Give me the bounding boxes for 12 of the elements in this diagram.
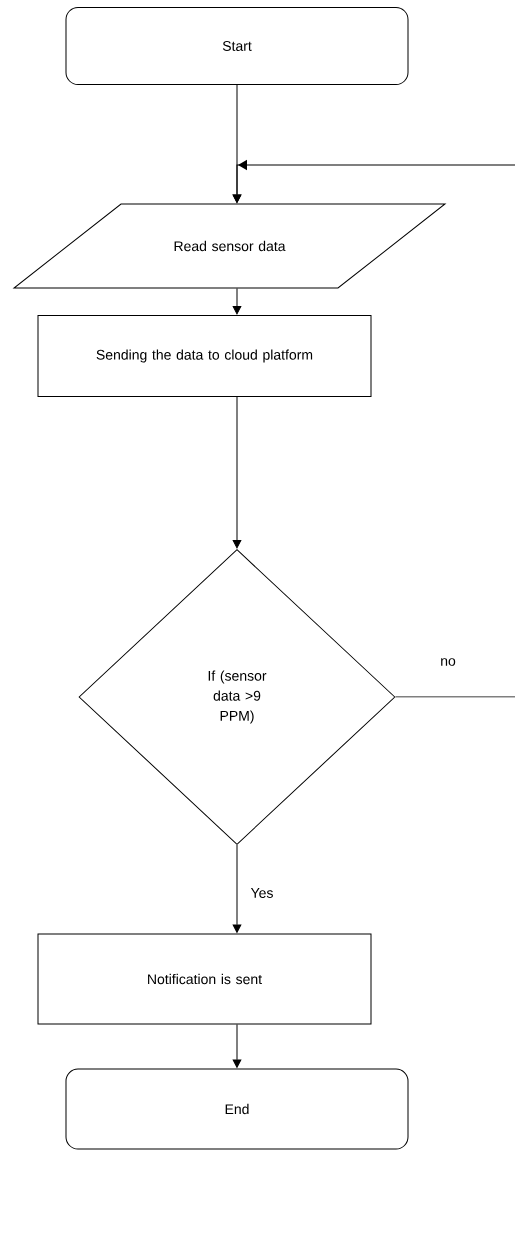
process-box: Notification is sent	[37, 933, 372, 1025]
arrow	[232, 288, 242, 315]
edge-label: Yes	[249, 887, 275, 899]
process-box: Sending the data to cloud platform	[37, 315, 372, 397]
end-terminal: End	[65, 1068, 409, 1150]
arrow	[232, 1024, 242, 1068]
start-terminal: Start	[65, 7, 409, 85]
arrow	[232, 844, 242, 933]
arrow	[232, 396, 242, 549]
edge-label: no	[439, 657, 457, 667]
arrow	[232, 159, 515, 698]
input-parallelogram: Read sensor data	[13, 203, 446, 289]
